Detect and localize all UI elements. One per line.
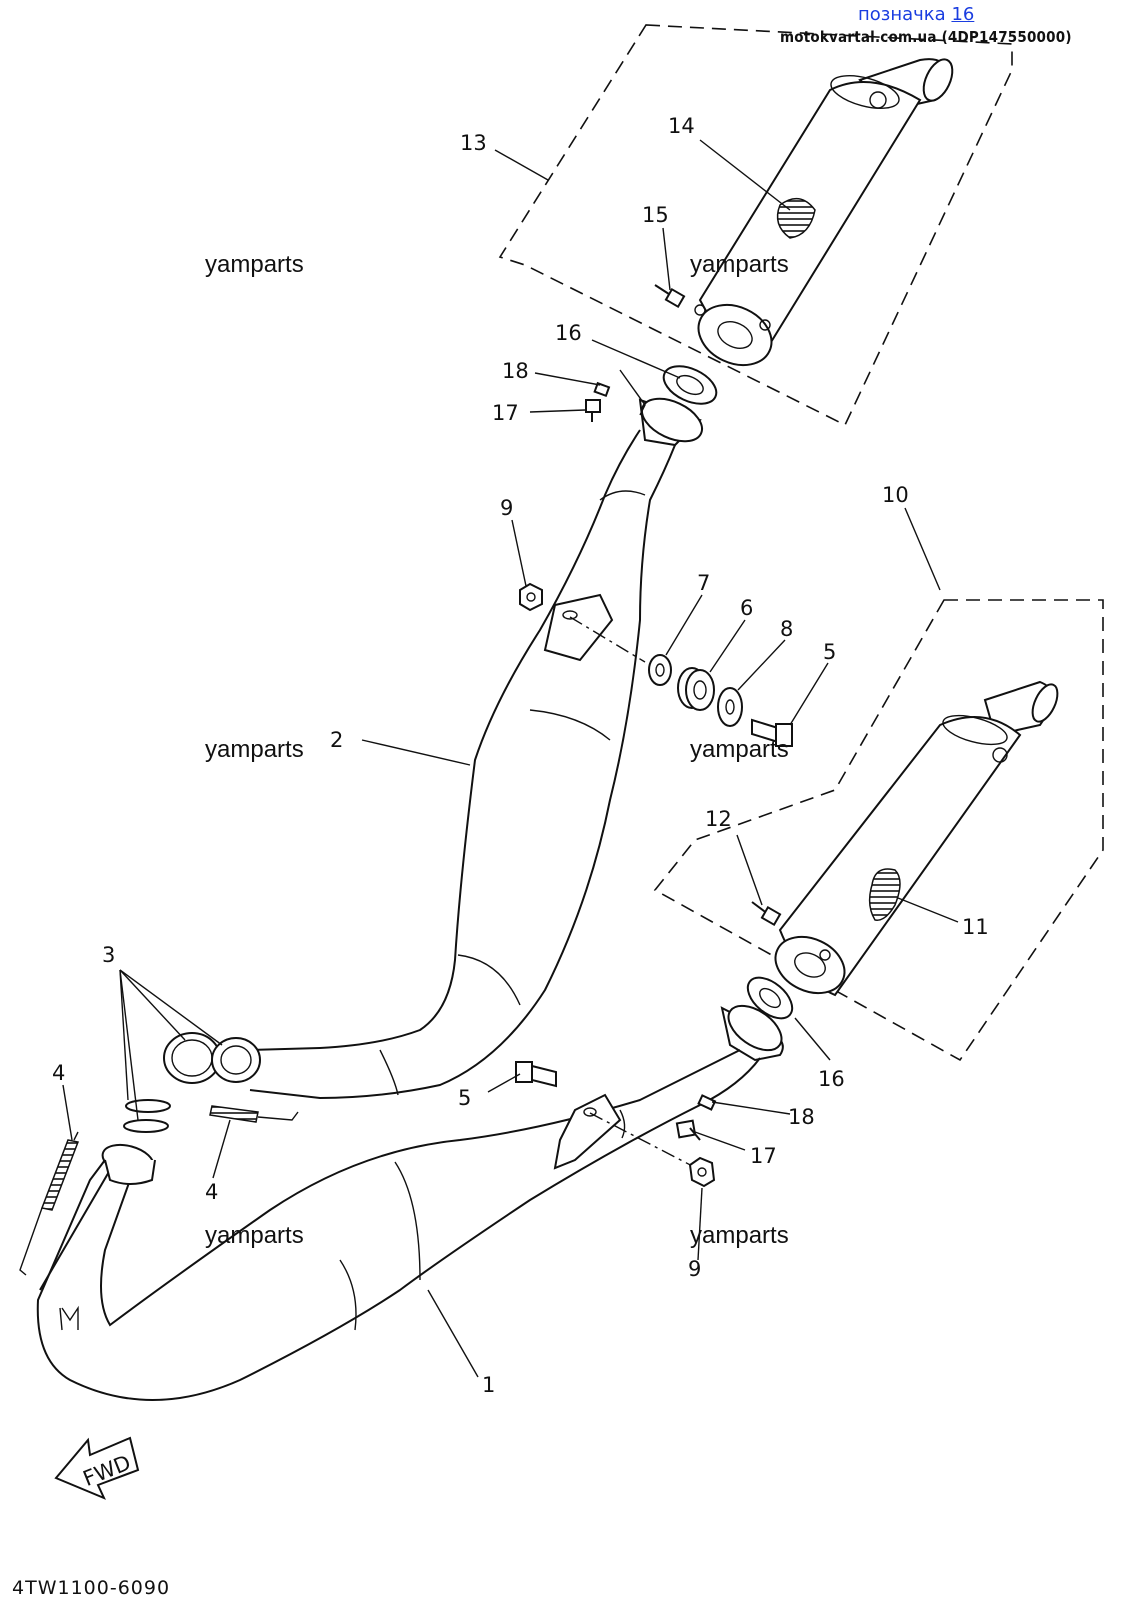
watermark: yamparts — [690, 736, 789, 763]
callout-17-upper: 17 — [492, 401, 519, 425]
washer-7 — [648, 654, 672, 686]
callout-17-lower: 17 — [750, 1144, 777, 1168]
reference-number: 16 — [951, 4, 975, 25]
callout-5-lower: 5 — [458, 1086, 471, 1110]
silencer-11-hatch — [868, 868, 901, 921]
gasket-16-upper — [662, 365, 718, 405]
reference-label: позначка — [858, 4, 946, 25]
callout-1: 1 — [482, 1373, 495, 1397]
callout-12: 12 — [705, 807, 732, 831]
callout-16-lower: 16 — [818, 1067, 845, 1091]
watermarks: yamparts yamparts yamparts yamparts yamp… — [205, 251, 789, 1249]
callout-9-lower: 9 — [688, 1257, 701, 1281]
callout-11: 11 — [962, 915, 989, 939]
callout-5-upper: 5 — [823, 640, 836, 664]
gasket-16-lower — [746, 976, 794, 1020]
exhaust-pipe-1 — [36, 1004, 784, 1401]
exhaust-pipe-2 — [249, 397, 703, 1100]
callout-18-lower: 18 — [788, 1105, 815, 1129]
bolt-5-lower — [515, 1061, 557, 1088]
callout-8: 8 — [780, 617, 793, 641]
callout-10: 10 — [882, 483, 909, 507]
nut-9-upper — [519, 582, 543, 612]
callout-4-left: 4 — [52, 1061, 65, 1085]
silencer-11 — [774, 680, 1059, 997]
watermark: yamparts — [690, 1222, 789, 1249]
callout-3: 3 — [102, 943, 115, 967]
bolt-5-upper — [751, 718, 793, 747]
bolt-12 — [751, 901, 782, 927]
spring-4-left — [19, 1131, 80, 1276]
nut-9-lower — [688, 1156, 716, 1188]
site-code: motokvartal.com.ua (4DP147550000) — [780, 28, 1072, 46]
callout-7: 7 — [697, 571, 710, 595]
callout-6: 6 — [740, 596, 753, 620]
callout-numbers: 13 14 15 16 18 17 9 10 7 6 8 5 2 12 11 3… — [52, 114, 989, 1397]
watermark: yamparts — [205, 251, 304, 278]
callout-18-upper: 18 — [502, 359, 529, 383]
grommet-6 — [677, 667, 715, 711]
callout-2: 2 — [330, 728, 343, 752]
bolt-17-lower — [675, 1119, 701, 1141]
callout-15: 15 — [642, 203, 669, 227]
watermark: yamparts — [690, 251, 789, 278]
bolt-17-upper — [585, 399, 601, 422]
forward-arrow-icon: FWD — [54, 1436, 140, 1500]
spring-4-center — [209, 1105, 299, 1123]
washer-8 — [717, 687, 743, 727]
watermark: yamparts — [205, 1222, 304, 1249]
watermark: yamparts — [205, 736, 304, 763]
callout-16-upper: 16 — [555, 321, 582, 345]
silencer-14 — [694, 58, 954, 367]
spring-18-lower — [697, 1094, 717, 1111]
reference-link[interactable]: позначка 16 — [858, 4, 974, 25]
leader-lines — [62, 139, 959, 1378]
diagram-code: 4TW1100-6090 — [12, 1577, 171, 1599]
callout-4-center: 4 — [205, 1180, 218, 1204]
callout-9-upper: 9 — [500, 496, 513, 520]
spring-18-upper — [593, 381, 611, 398]
silencer-assembly-box-13 — [498, 24, 1013, 427]
bolt-15 — [654, 284, 686, 309]
callout-13: 13 — [460, 131, 487, 155]
callout-14: 14 — [668, 114, 695, 138]
